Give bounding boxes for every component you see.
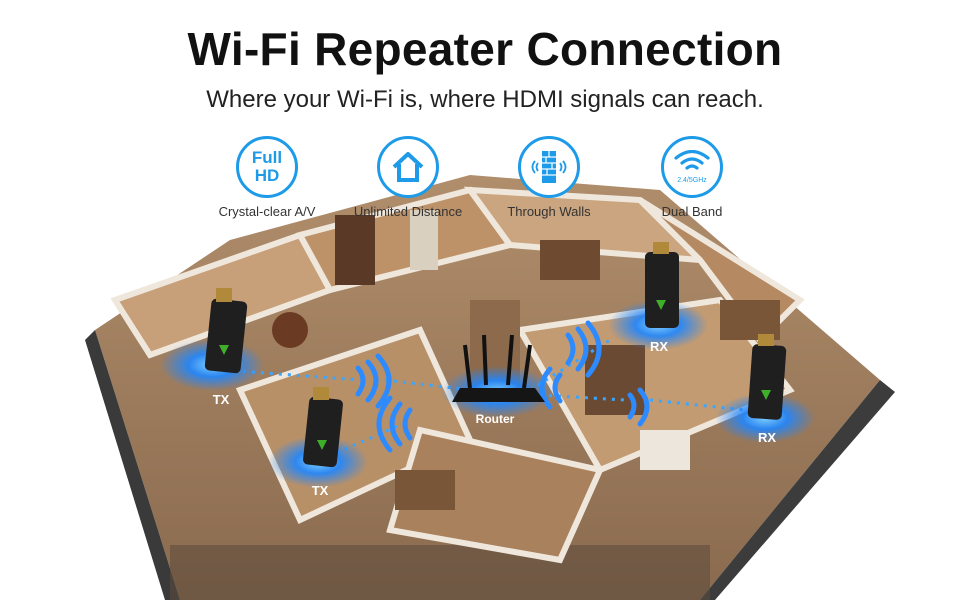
label-rx-top: RX (650, 339, 668, 354)
wifi-icon: 2.4/5GHz (661, 136, 723, 198)
furniture-sofa (395, 470, 455, 510)
furniture-door (410, 210, 438, 270)
page-title: Wi-Fi Repeater Connection (187, 23, 783, 75)
wifi-waves (355, 320, 650, 453)
house-icon (377, 136, 439, 198)
feature-label: Unlimited Distance (353, 204, 463, 219)
outer-wall-front (170, 545, 710, 600)
signal-links (224, 338, 746, 462)
label-tx-left: TX (213, 392, 230, 407)
furniture-table (272, 312, 308, 348)
label-router: Router (476, 412, 515, 426)
router-device (452, 334, 545, 402)
furniture-cabinet (335, 215, 375, 285)
feature-unlimited-distance: Unlimited Distance (333, 136, 483, 219)
feature-through-walls: Through Walls (474, 136, 624, 219)
furniture-wall-tile (640, 430, 690, 470)
full-hd-icon-text-2: HD (254, 166, 280, 185)
feature-label: Dual Band (661, 204, 723, 219)
label-rx-right: RX (758, 430, 776, 445)
feature-dual-band: 2.4/5GHz Dual Band (617, 136, 767, 219)
outer-wall-left (85, 330, 180, 600)
feature-label: Crystal-clear A/V (218, 204, 316, 219)
dongle-tx-left (204, 288, 248, 374)
feature-full-hd: Full HD Crystal-clear A/V (192, 136, 342, 219)
feature-label: Through Walls (507, 204, 591, 219)
full-hd-icon: Full HD (236, 136, 298, 198)
dongle-tx-bottom (303, 387, 343, 468)
label-tx-bottom: TX (312, 483, 329, 498)
dongle-rx-top (645, 242, 679, 328)
full-hd-icon-text-1: Full (251, 148, 283, 167)
outer-wall-right (700, 380, 895, 600)
furniture-bed (540, 240, 600, 280)
wifi-icon-text: 2.4/5GHz (677, 176, 707, 184)
dongle-rx-right (747, 334, 787, 420)
page-subtitle: Where your Wi-Fi is, where HDMI signals … (206, 86, 764, 113)
furniture-desk (720, 300, 780, 340)
brick-wall-wave-icon (518, 136, 580, 198)
